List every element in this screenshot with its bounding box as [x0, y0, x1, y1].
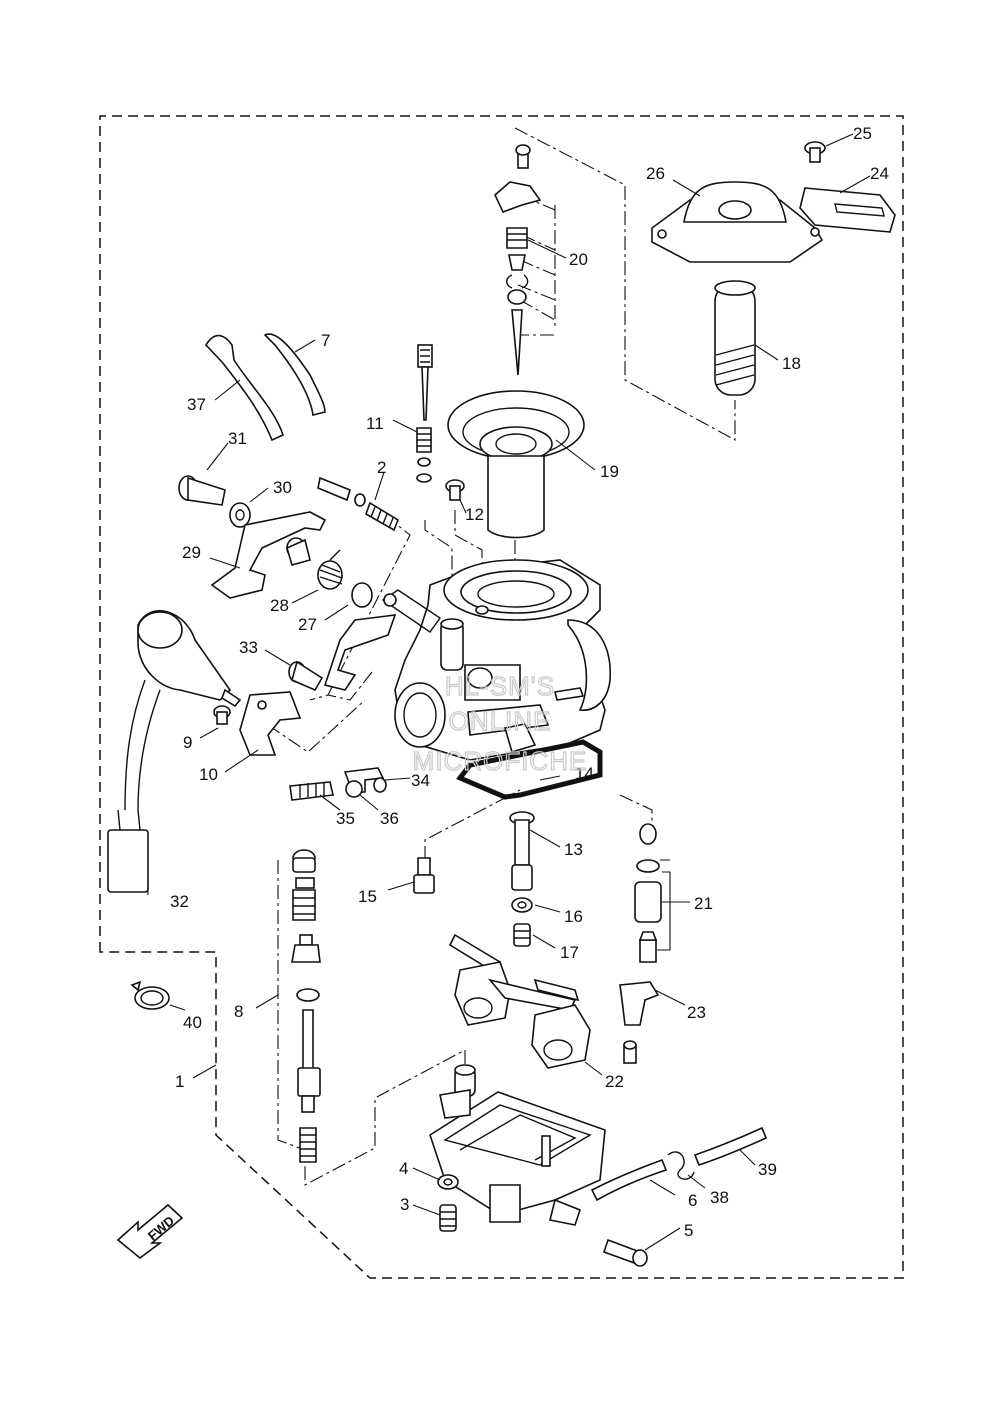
drain-hose-set — [590, 1126, 768, 1202]
lever-29 — [210, 511, 327, 599]
watermark: HL-SM'S ONLINE MICROFICHE — [412, 670, 588, 776]
jet-15 — [413, 857, 435, 894]
callout-12: 12 — [465, 505, 484, 524]
clamp-40 — [130, 980, 170, 1010]
screw-25 — [804, 141, 826, 163]
callout-22: 22 — [605, 1072, 624, 1091]
screw-12 — [445, 479, 465, 501]
callout-40: 40 — [183, 1013, 202, 1032]
callout-2: 2 — [377, 458, 386, 477]
screw-3-washer-4 — [437, 1174, 459, 1232]
float-chamber-gasket — [456, 739, 603, 800]
callout-5: 5 — [684, 1221, 693, 1240]
callout-10: 10 — [199, 765, 218, 784]
jet-needle-set — [494, 144, 542, 376]
fitting-33 — [288, 660, 324, 692]
main-jet-stack — [509, 811, 535, 947]
drain-screw-5 — [602, 1238, 648, 1267]
needle-jet-stack-8 — [291, 849, 321, 1163]
watermark-line-1: HL-SM'S — [445, 671, 555, 701]
assembly-boundary — [99, 115, 904, 1279]
callout-19: 19 — [600, 462, 619, 481]
callout-16: 16 — [564, 907, 583, 926]
callout-1: 1 — [175, 1072, 184, 1091]
callout-24: 24 — [870, 164, 889, 183]
callout-25: 25 — [853, 124, 872, 143]
callout-33: 33 — [239, 638, 258, 657]
callout-28: 28 — [270, 596, 289, 615]
float-assembly — [448, 933, 591, 1069]
callout-38: 38 — [710, 1188, 729, 1207]
callout-11: 11 — [366, 414, 384, 433]
carburetor-body — [381, 559, 611, 761]
watermark-line-3: MICROFICHE — [413, 746, 588, 776]
screw-31-washer-30 — [178, 475, 251, 528]
callout-18: 18 — [782, 354, 801, 373]
callout-14: 14 — [575, 764, 594, 783]
callout-20: 20 — [569, 250, 588, 269]
callout-8: 8 — [234, 1002, 243, 1021]
callout-21: 21 — [694, 894, 713, 913]
callout-13: 13 — [564, 840, 583, 859]
leader-lines — [147, 133, 871, 1251]
callout-31: 31 — [228, 429, 247, 448]
plate-24 — [799, 187, 896, 233]
watermark-line-2: ONLINE — [449, 706, 552, 736]
hoses-7-37 — [205, 333, 326, 442]
callout-37: 37 — [187, 395, 206, 414]
callout-35: 35 — [336, 809, 355, 828]
parts-34-35-36 — [289, 767, 387, 801]
callout-6: 6 — [688, 1191, 697, 1210]
pilot-screw-set — [416, 344, 433, 483]
callout-30: 30 — [273, 478, 292, 497]
callout-7: 7 — [321, 331, 330, 350]
callout-29: 29 — [182, 543, 201, 562]
top-cover — [651, 181, 824, 263]
callout-32: 32 — [170, 892, 189, 911]
choke-starter-32 — [107, 610, 242, 893]
callout-17: 17 — [560, 943, 579, 962]
screw-spring-2 — [317, 476, 399, 532]
callout-9: 9 — [183, 733, 192, 752]
collar-27 — [351, 582, 373, 608]
callout-4: 4 — [399, 1159, 408, 1178]
screw-9-plate-10 — [213, 691, 302, 756]
spring-28 — [317, 549, 343, 590]
callout-labels: 1 2 3 4 5 6 7 8 9 10 11 12 13 14 15 16 1… — [170, 124, 889, 1240]
float-bowl — [429, 1064, 606, 1226]
clip-23 — [619, 981, 660, 1064]
spring-18 — [714, 280, 756, 396]
callout-26: 26 — [646, 164, 665, 183]
callout-34: 34 — [411, 771, 430, 790]
fwd-arrow-icon: FWD — [116, 1203, 184, 1260]
callout-3: 3 — [400, 1195, 409, 1214]
callout-36: 36 — [380, 809, 399, 828]
choke-plate — [323, 614, 397, 691]
callout-15: 15 — [358, 887, 377, 906]
callout-39: 39 — [758, 1160, 777, 1179]
diaphragm-slide — [447, 390, 585, 539]
callout-27: 27 — [298, 615, 317, 634]
needle-valve-set — [634, 823, 662, 963]
callout-23: 23 — [687, 1003, 706, 1022]
